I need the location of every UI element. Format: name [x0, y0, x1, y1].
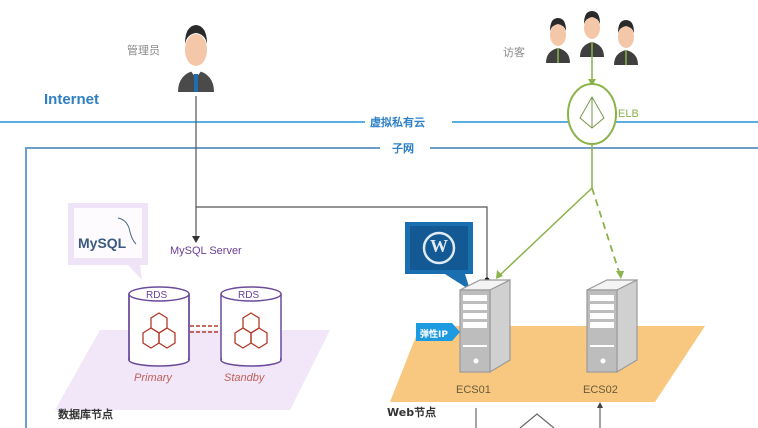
arrow-head — [588, 79, 596, 86]
ecs01-label: ECS01 — [456, 384, 491, 396]
elb-label: ELB — [618, 108, 639, 120]
eip-tag — [416, 323, 460, 341]
partial-shape — [519, 413, 555, 428]
arrow-head — [496, 270, 503, 279]
admin-label: 管理员 — [127, 44, 160, 57]
eip-label: 弹性IP — [420, 330, 448, 340]
visitor-avatar-icon — [546, 18, 570, 63]
subnet-line-left — [25, 147, 380, 428]
server-ecs02 — [586, 279, 638, 374]
rds-primary-title: RDS — [146, 290, 168, 301]
subnet-zone-label: 子网 — [388, 140, 418, 156]
ecs02-label: ECS02 — [583, 384, 618, 396]
wordpress-icon — [422, 231, 456, 265]
vpc-zone-label: 虚拟私有云 — [366, 114, 429, 130]
visitor-avatar-icon — [614, 20, 638, 65]
arrow-head — [616, 271, 624, 279]
rds-primary-role: Primary — [134, 372, 172, 384]
wordpress-letter: W — [430, 236, 448, 256]
admin-avatar-icon — [178, 25, 214, 92]
mysql-logo-text: MySQL — [78, 235, 127, 251]
rds-standby-title: RDS — [238, 290, 260, 301]
web-node-label: Web节点 — [387, 406, 437, 419]
visitors-label: 访客 — [503, 46, 525, 59]
rds-primary — [128, 286, 190, 367]
elb-to-ecs01-line — [499, 187, 593, 276]
internet-zone-label: Internet — [44, 91, 100, 108]
mysql-dolphin-icon — [117, 217, 137, 245]
visitor-avatar-icon — [580, 11, 604, 57]
mysql-server-label: MySQL Server — [170, 245, 242, 257]
elb-to-ecs02-dashed-line — [591, 187, 621, 276]
hexagon-cluster-icon — [142, 312, 176, 349]
wordpress-callout — [405, 222, 473, 290]
db-platform — [55, 330, 330, 410]
hexagon-cluster-icon — [234, 312, 268, 349]
rds-standby-role: Standby — [224, 372, 265, 384]
admin-to-ecs01-line — [196, 206, 488, 280]
db-node-label: 数据库节点 — [58, 408, 113, 421]
arrow-head — [192, 236, 200, 243]
rds-standby — [220, 286, 282, 367]
server-ecs01 — [459, 279, 511, 374]
